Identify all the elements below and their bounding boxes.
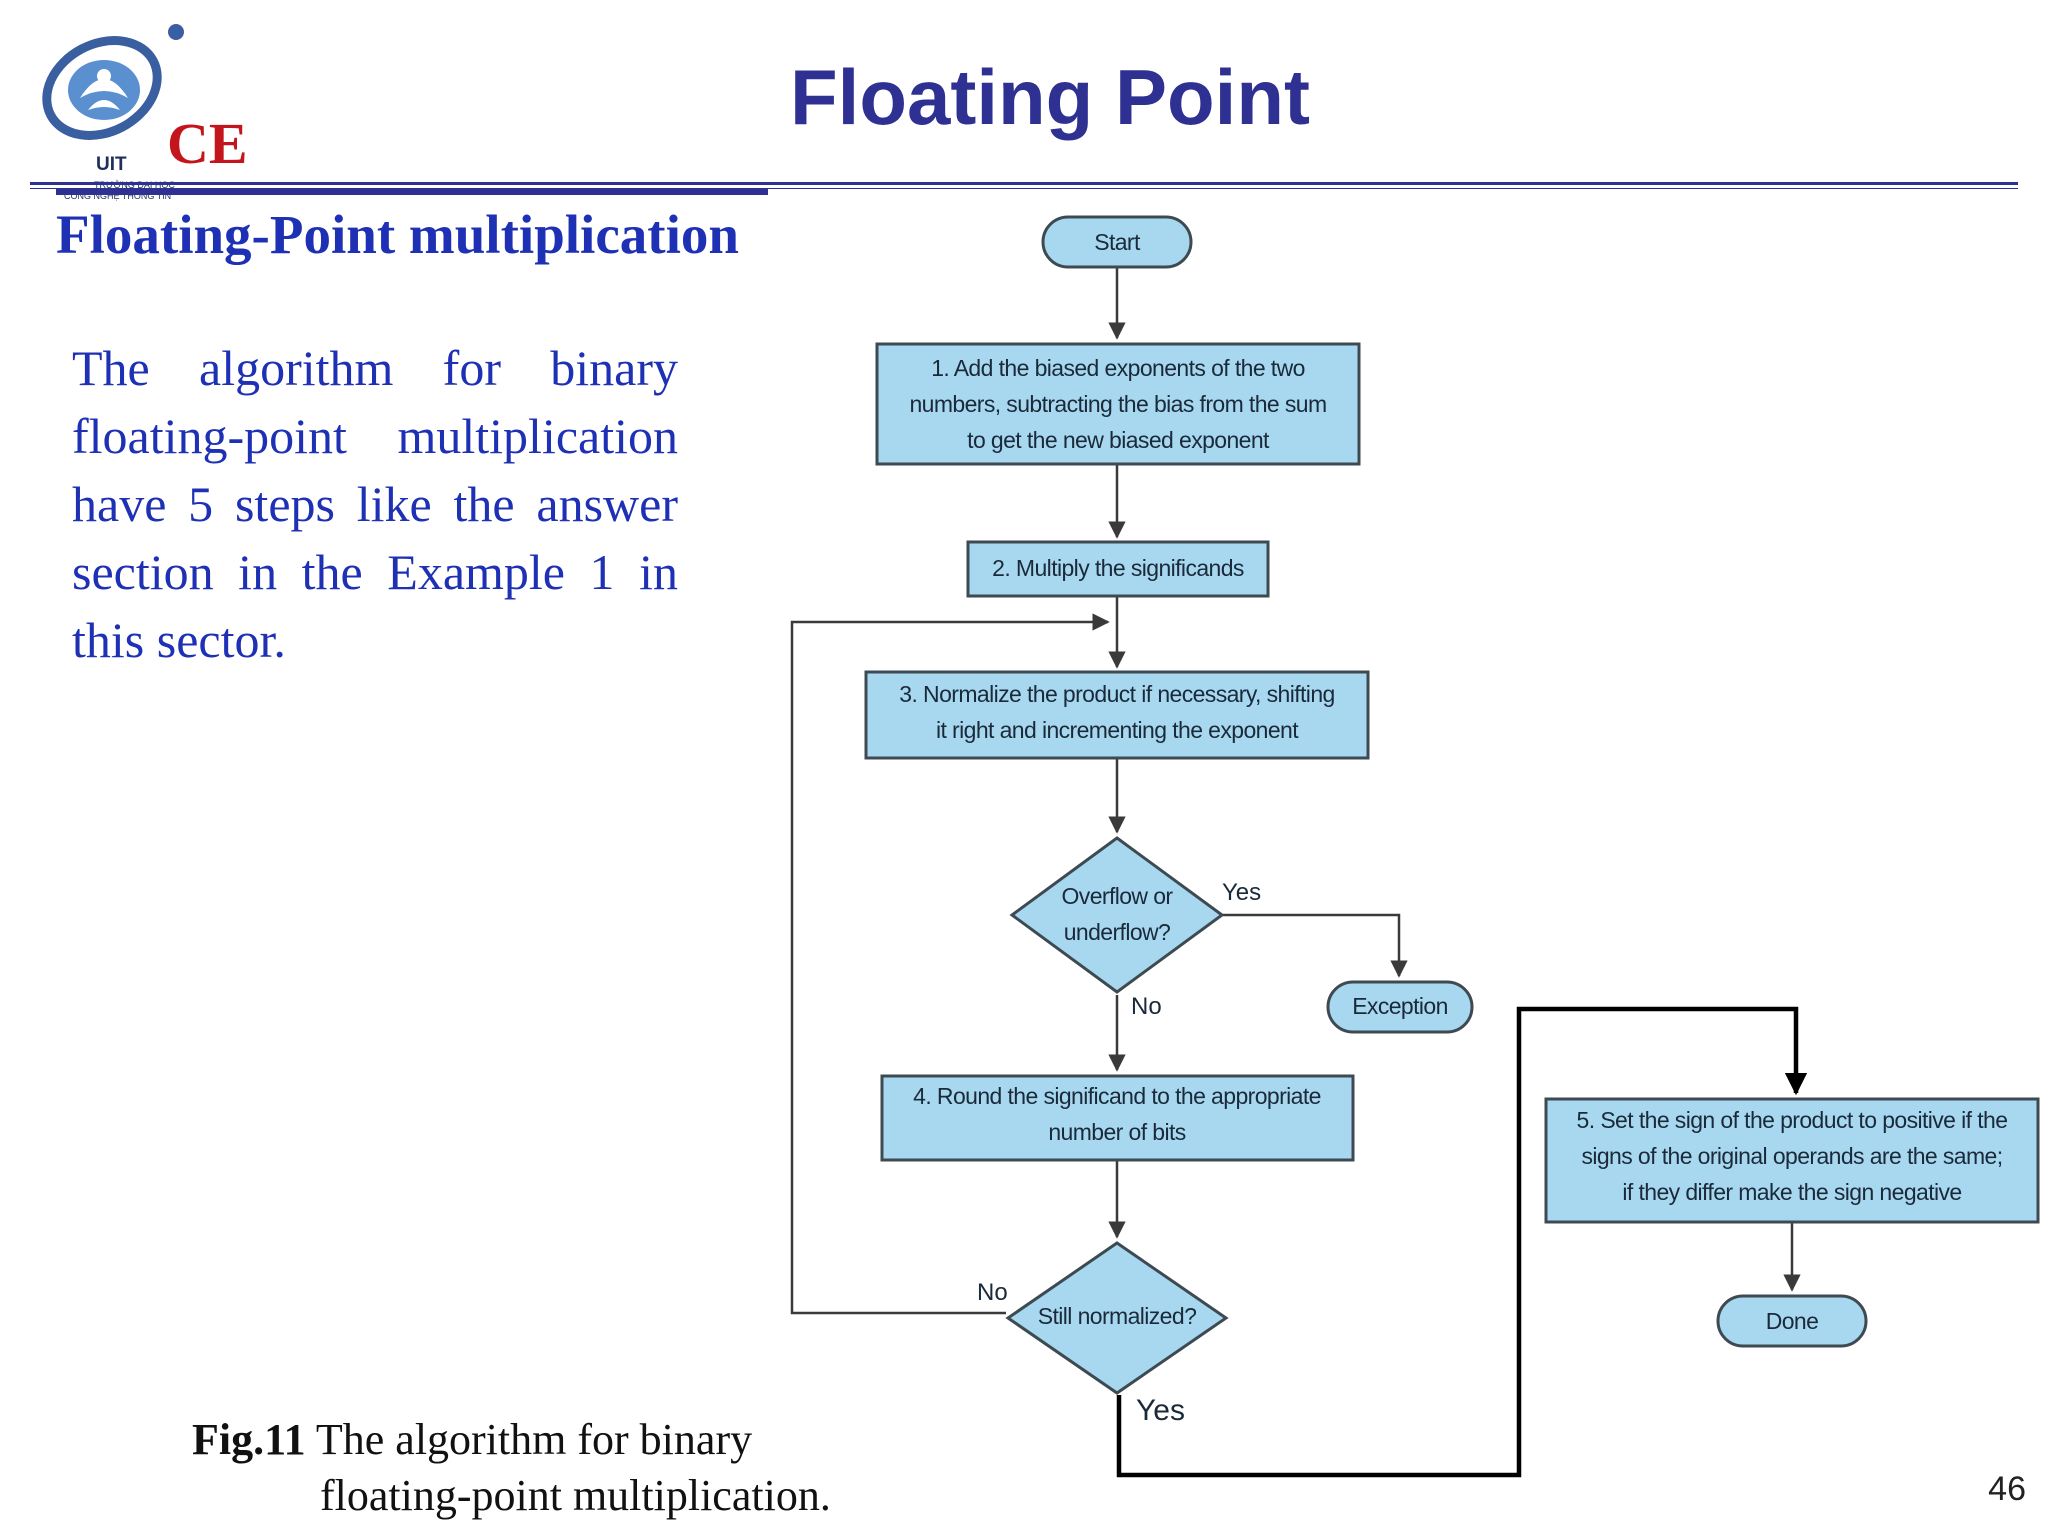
logo-uit-text: UIT [96, 154, 127, 175]
figure-caption: Fig.11 The algorithm for binary floating… [192, 1412, 831, 1524]
decision2-yes-label: Yes [1136, 1394, 1185, 1427]
uit-ce-logo: CE UIT TRƯỜNG ĐẠI HỌC CÔNG NGHỆ THÔNG TI… [30, 20, 248, 201]
decision1-yes-label: Yes [1222, 879, 1261, 906]
caption-line2: floating-point multiplication. [320, 1471, 831, 1520]
step5-line3: if they differ make the sign negative [1622, 1179, 1961, 1205]
decision2-diamond [1005, 1241, 1229, 1395]
step4-line1: 4. Round the significand to the appropri… [913, 1083, 1321, 1109]
step2-label: 2. Multiply the significands [992, 555, 1244, 581]
exception-label: Exception [1352, 993, 1448, 1019]
header-rule-thin [30, 188, 2018, 189]
step3-line1: 3. Normalize the product if necessary, s… [899, 681, 1334, 707]
logo-emblem-icon [42, 24, 184, 140]
caption-line1: The algorithm for binary [305, 1415, 753, 1464]
logo-ce-text: CE [167, 111, 248, 176]
step4-box [880, 1074, 1355, 1162]
decision1-diamond [1009, 836, 1225, 994]
decision1-line2: underflow? [1064, 919, 1171, 945]
page-title: Floating Point [790, 53, 1310, 141]
step5-box [1544, 1097, 2040, 1224]
step1-line2: numbers, subtracting the bias from the s… [909, 391, 1326, 417]
exception-terminal [1326, 980, 1474, 1034]
step3-box [864, 670, 1370, 760]
connector-loop-back [790, 613, 1110, 1315]
start-label: Start [1094, 229, 1141, 255]
step1-line1: 1. Add the biased exponents of the two [931, 355, 1305, 381]
body-paragraph: The algorithm for binary floating-point … [72, 340, 678, 668]
logo-subtitle-2: CÔNG NGHỆ THÔNG TIN [64, 191, 172, 201]
step5-line2: signs of the original operands are the s… [1581, 1143, 2002, 1169]
connector-yes-exception [1222, 913, 1408, 978]
caption-label: Fig.11 [192, 1415, 306, 1464]
flow-connectors [790, 267, 1801, 1315]
start-terminal [1041, 215, 1193, 269]
connector-yes-step5 [1116, 1006, 1808, 1478]
subtitle-bar [56, 188, 768, 195]
page-number: 46 [1988, 1470, 2026, 1508]
done-terminal [1716, 1294, 1868, 1348]
step3-line2: it right and incrementing the exponent [936, 717, 1299, 743]
section-subtitle: Floating-Point multiplication [56, 204, 739, 265]
decision2-label: Still normalized? [1038, 1303, 1197, 1329]
step4-line2: number of bits [1048, 1119, 1185, 1145]
decision1-no-label: No [1131, 993, 1162, 1020]
logo-subtitle-1: TRƯỜNG ĐẠI HỌC [94, 180, 175, 190]
header-rule [30, 182, 2018, 185]
decision1-line1: Overflow or [1062, 883, 1174, 909]
step2-box [966, 540, 1270, 598]
step5-line1: 5. Set the sign of the product to positi… [1577, 1107, 2008, 1133]
done-label: Done [1766, 1308, 1819, 1334]
step1-line3: to get the new biased exponent [967, 427, 1270, 453]
decision2-no-label: No [977, 1279, 1008, 1306]
step1-box [875, 342, 1361, 466]
